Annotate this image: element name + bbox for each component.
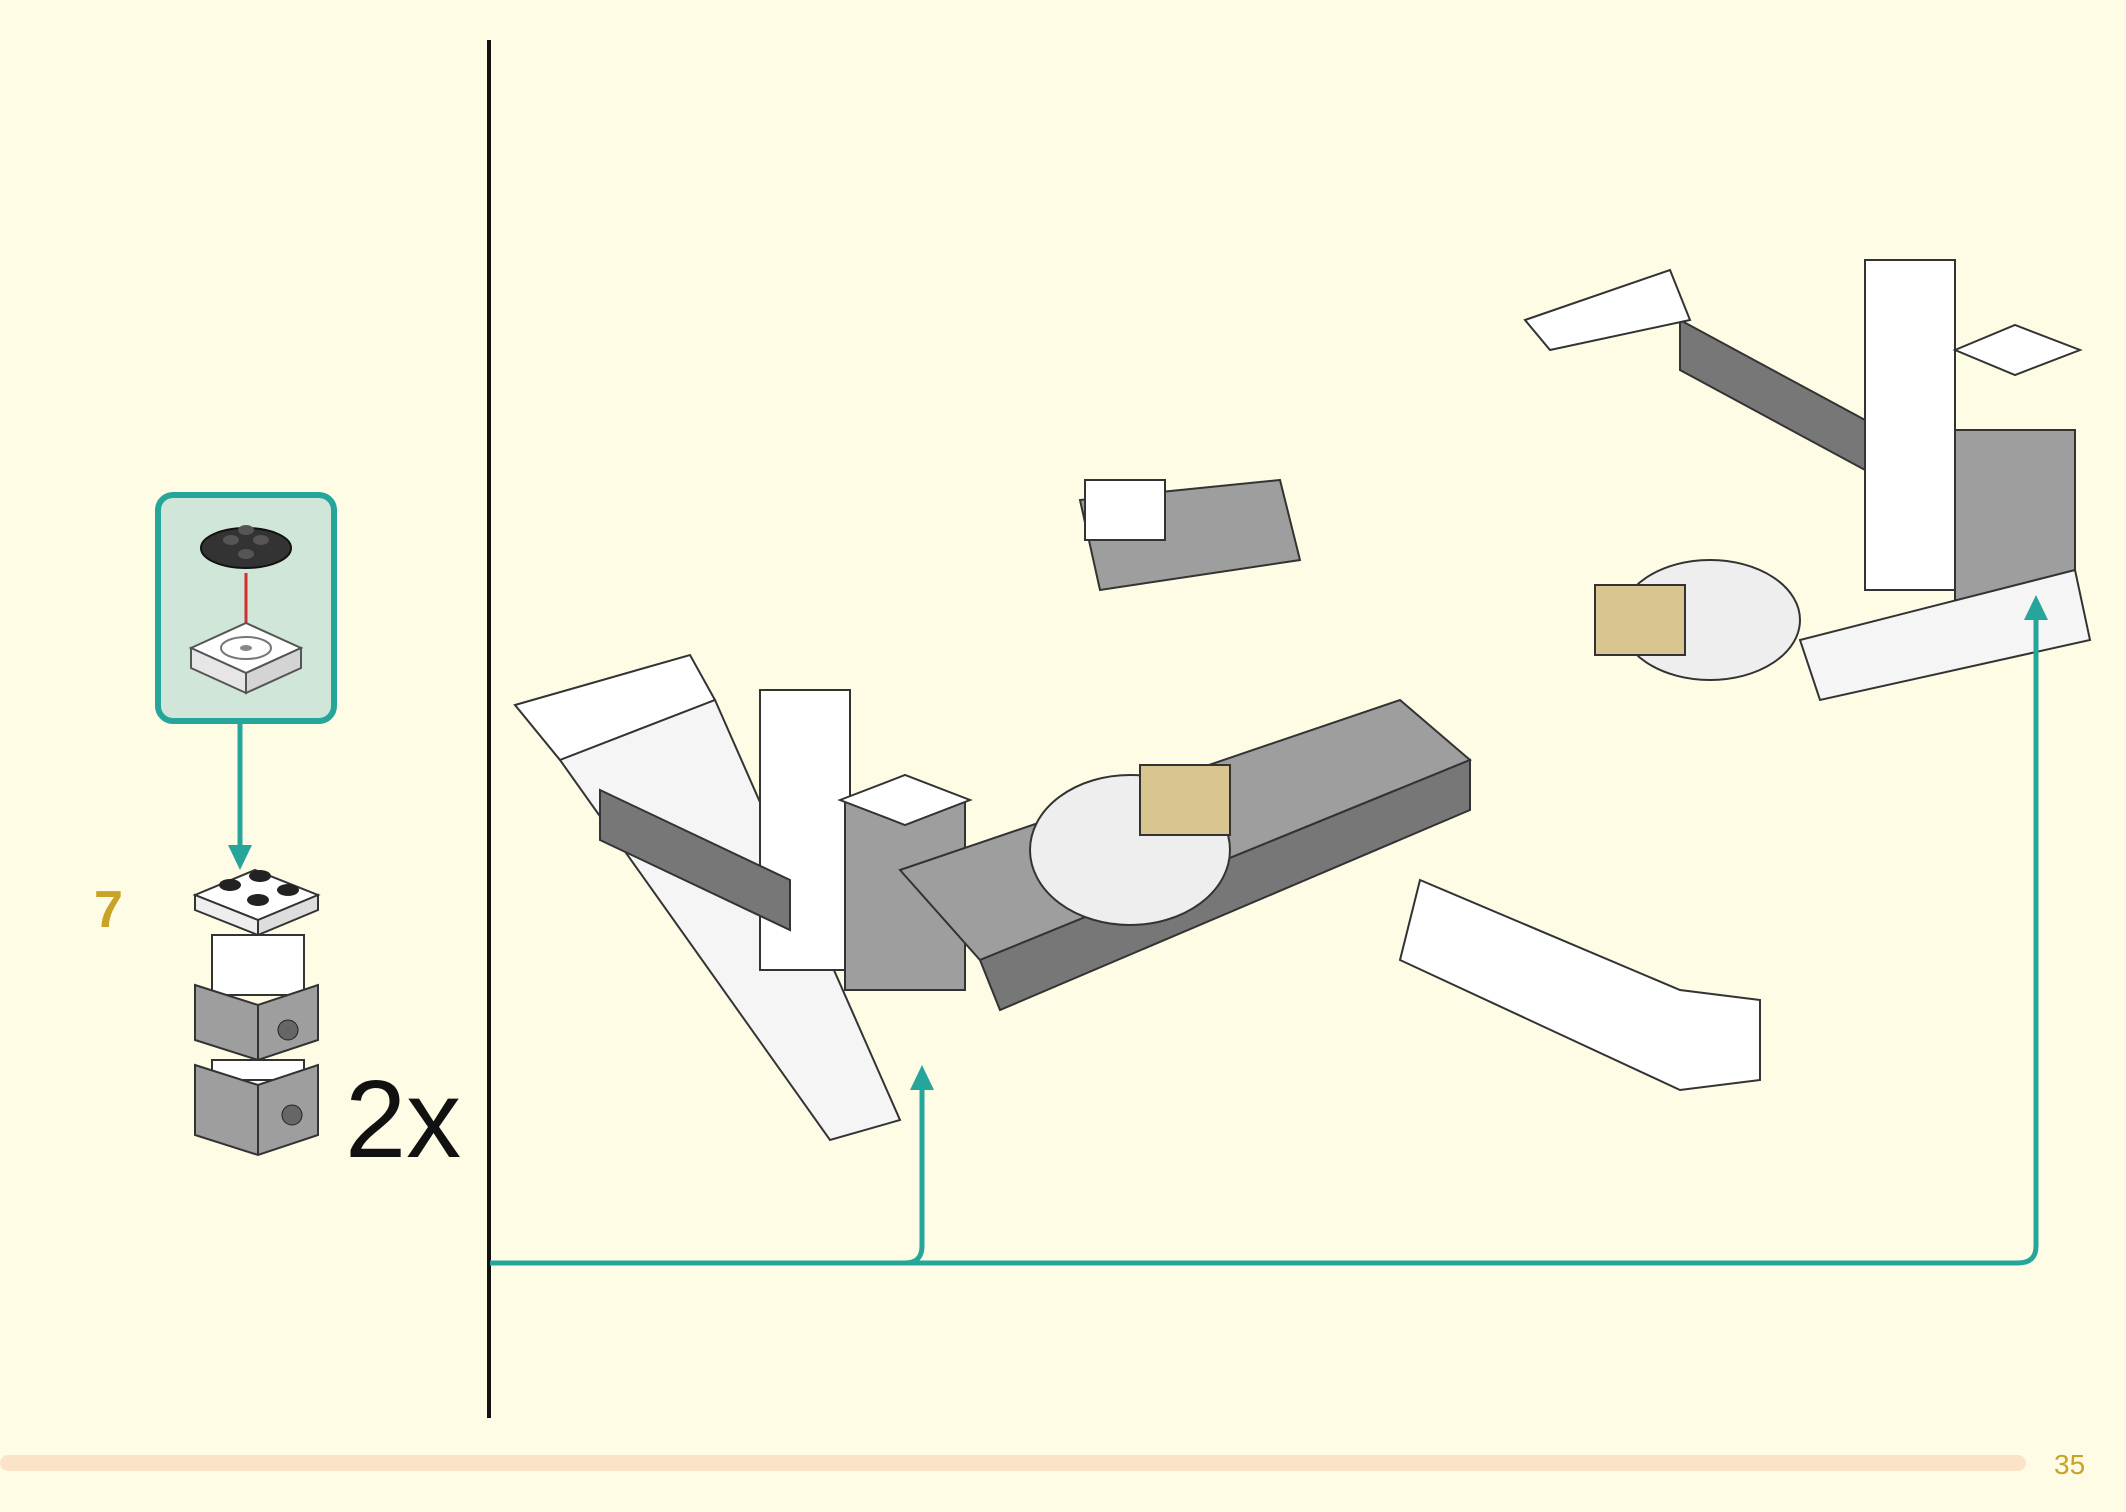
quantity-label: 2x [345,1058,462,1181]
callout-illustration [188,525,304,695]
main-model [513,259,2092,1142]
footer-bar [0,1455,2026,1471]
column-divider [487,40,491,1418]
step-model [192,868,321,1157]
page-number: 35 [2054,1449,2086,1480]
arrow-up-icon [910,1065,934,1090]
arrow-down-icon [228,845,252,870]
step-number: 7 [94,881,123,939]
sub-assembly-callout [155,492,337,724]
arrow-up-icon [2024,595,2048,620]
